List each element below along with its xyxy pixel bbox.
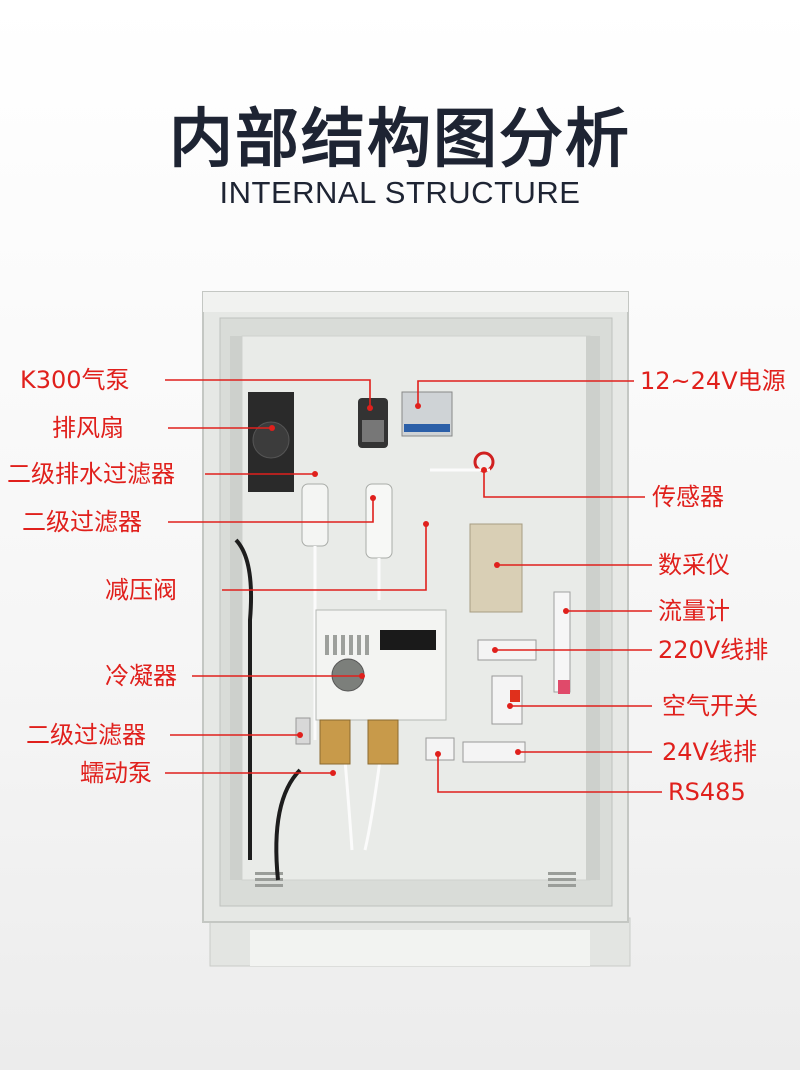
- black-cable: [234, 538, 254, 860]
- label-air-switch: 空气开关: [662, 692, 758, 720]
- vent-slots: [255, 872, 576, 887]
- label-secondary-filter-bottom: 二级过滤器: [26, 721, 146, 749]
- label-secondary-drain-filter: 二级排水过滤器: [7, 460, 175, 488]
- peristaltic-pump-1: [319, 719, 351, 765]
- label-data-acquisition: 数采仪: [658, 551, 730, 579]
- page-subtitle: INTERNAL STRUCTURE: [219, 175, 581, 210]
- label-pressure-reducing-valve: 减压阀: [105, 576, 177, 604]
- cabinet-top-lip: [203, 292, 628, 312]
- leader-lines: [165, 379, 662, 793]
- peristaltic-pump-2: [367, 719, 399, 765]
- secondary-filter: [365, 483, 393, 559]
- label-exhaust-fan: 排风扇: [52, 414, 124, 442]
- label-24v-terminal: 24V线排: [662, 738, 757, 766]
- leader-dots: [269, 403, 569, 776]
- label-power-supply: 12~24V电源: [640, 367, 786, 395]
- label-flowmeter: 流量计: [658, 597, 730, 625]
- label-rs485: RS485: [668, 778, 746, 806]
- right-rail: [586, 336, 600, 880]
- label-peristaltic-pump: 蠕动泵: [80, 759, 152, 787]
- drain-filter: [301, 483, 329, 547]
- cabinet-base-opening: [250, 930, 590, 966]
- label-sensor: 传感器: [652, 483, 724, 511]
- page-title: 内部结构图分析: [169, 103, 631, 177]
- secondary-filter-2: [295, 717, 311, 745]
- label-secondary-filter-top: 二级过滤器: [22, 508, 142, 536]
- label-condenser: 冷凝器: [105, 662, 177, 690]
- label-k300-air-pump: K300气泵: [20, 366, 130, 394]
- label-220v-terminal: 220V线排: [658, 636, 769, 664]
- data-acquisition-unit: [469, 523, 523, 613]
- rs485-terminal: [425, 737, 455, 761]
- left-rail: [230, 336, 242, 880]
- flowmeter: [553, 591, 571, 693]
